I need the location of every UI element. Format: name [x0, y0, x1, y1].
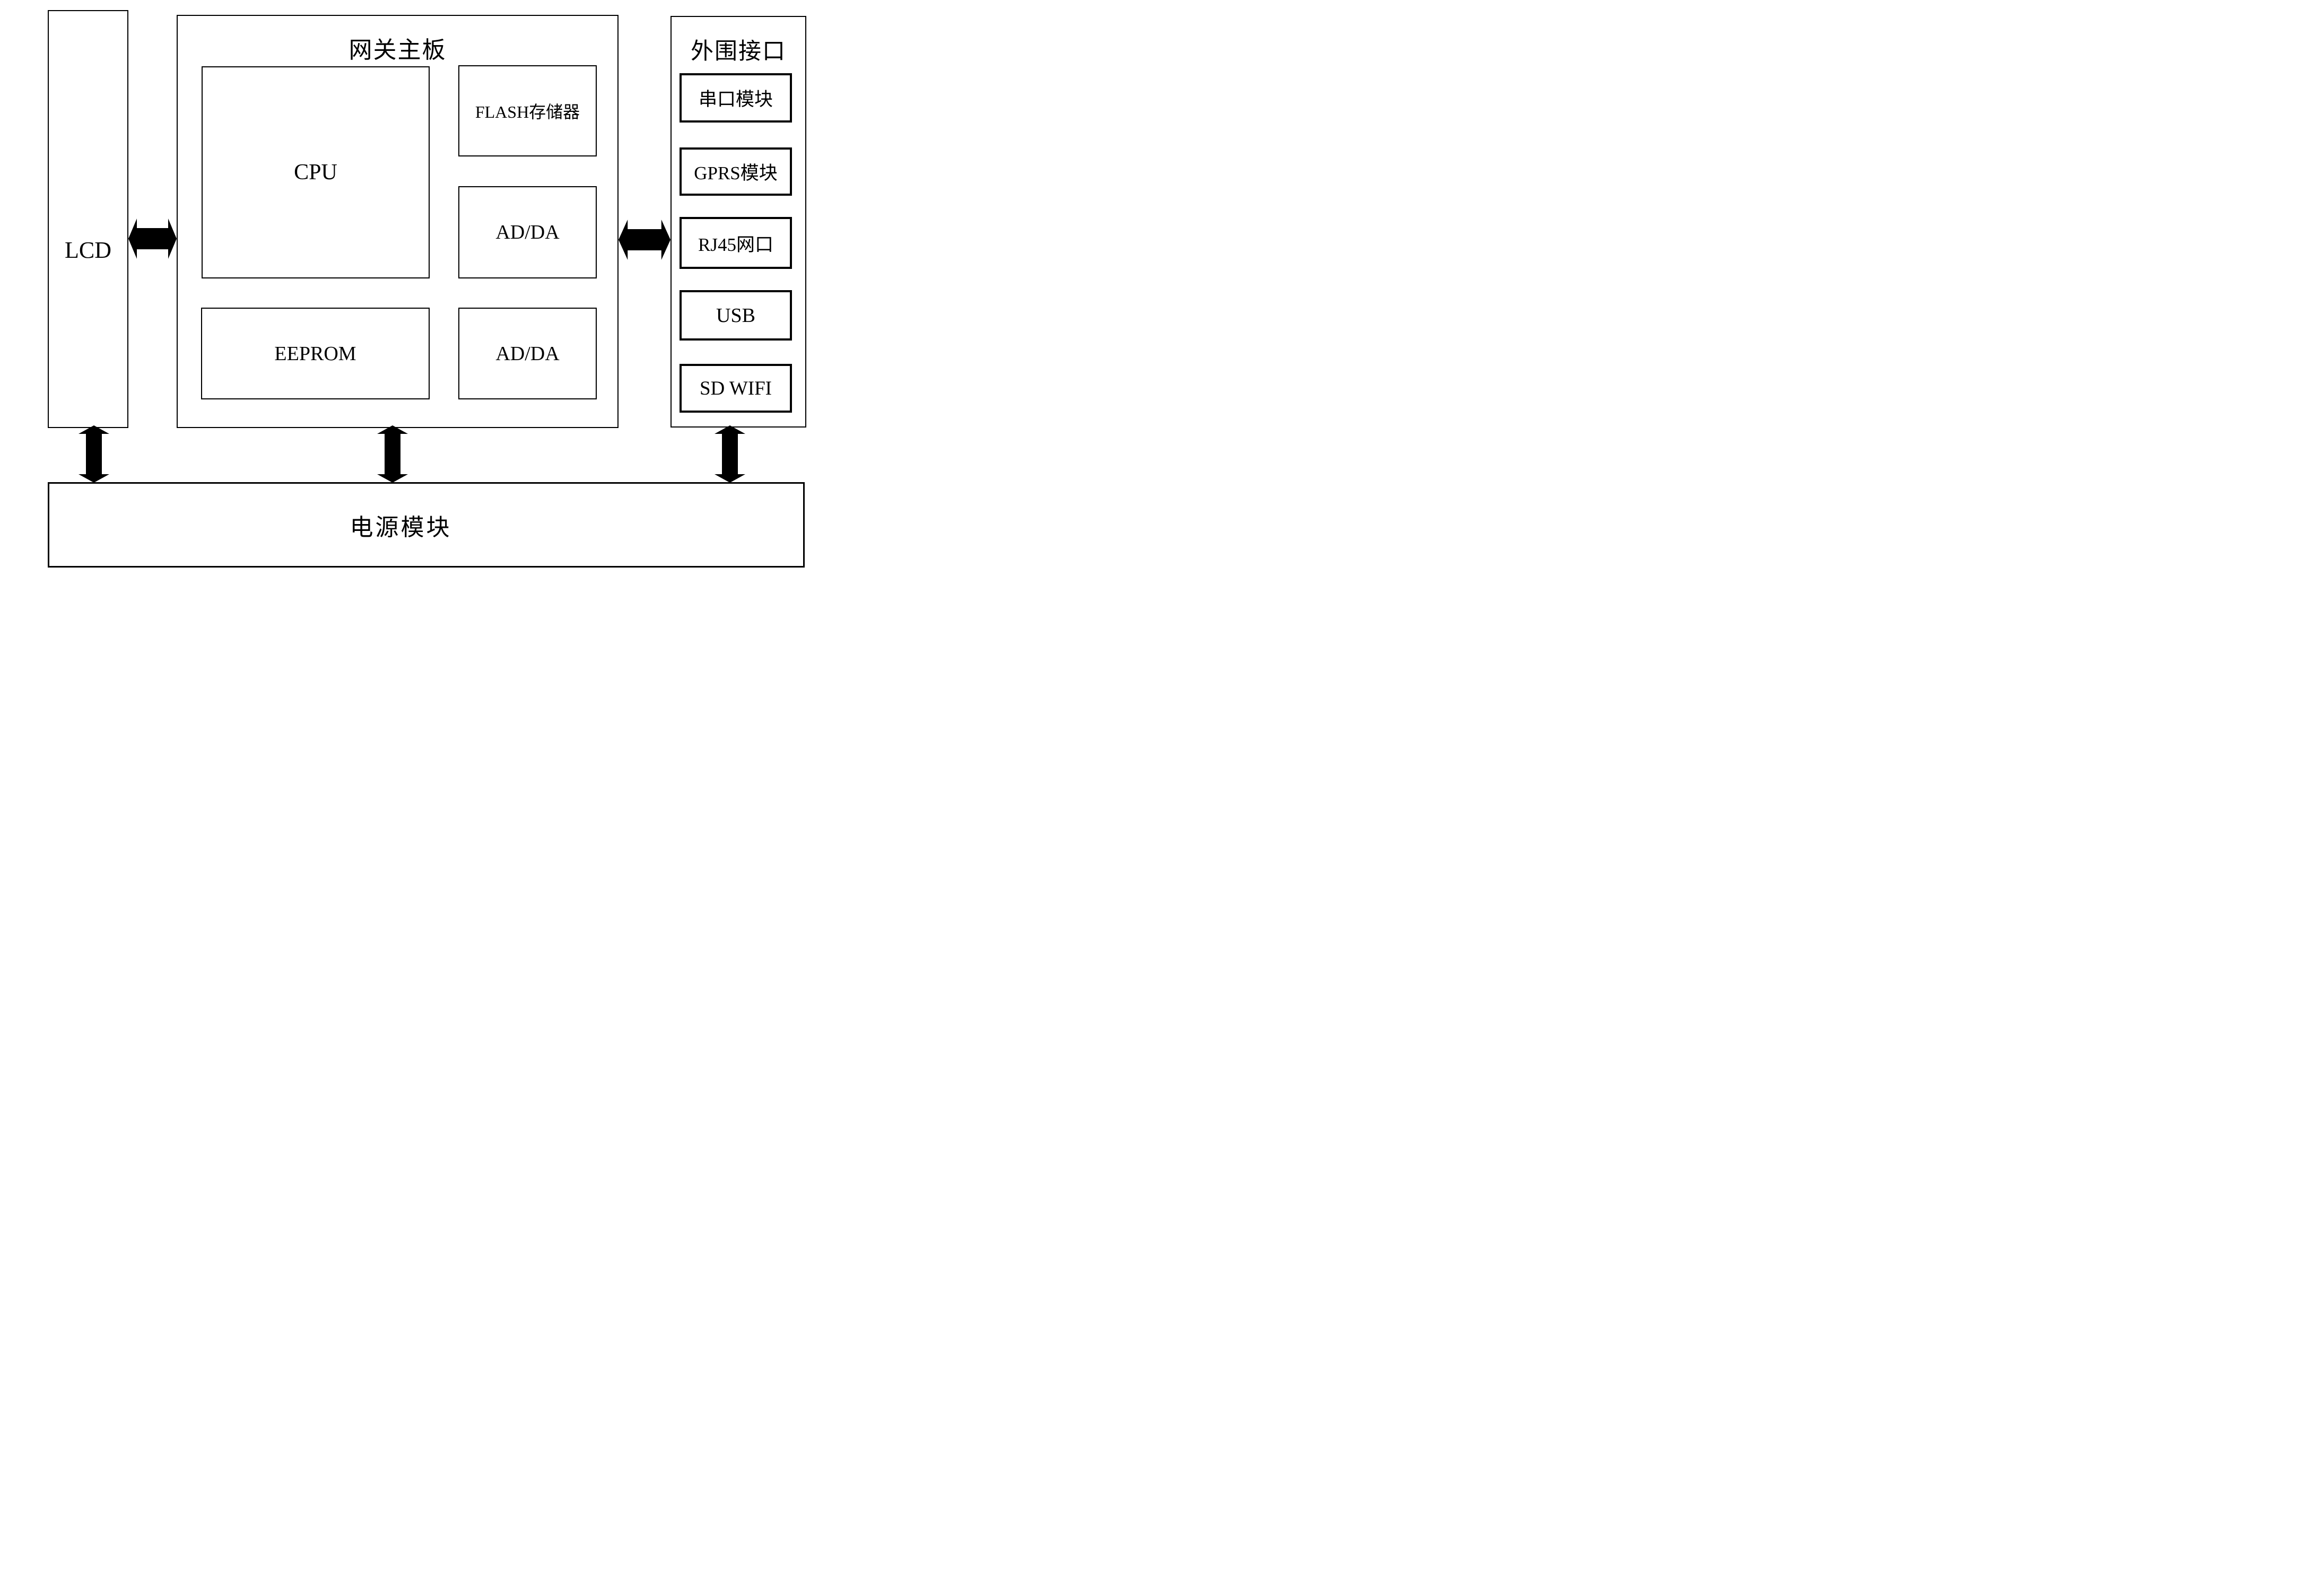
cpu-label: CPU — [294, 160, 337, 185]
flash-memory-label: FLASH存储器 — [475, 102, 580, 121]
usb-box: USB — [680, 290, 792, 341]
block-diagram: LCD 网关主板 CPU FLASH存储器 AD/DA EEPROM AD/DA… — [0, 0, 820, 569]
power-module-label: 电源模块 — [350, 514, 452, 540]
peripheral-interface-title: 外围接口 — [691, 39, 786, 64]
lcd-label: LCD — [65, 237, 111, 263]
gateway-power-double-arrow-icon — [377, 425, 408, 483]
sd-wifi-label: SD WIFI — [699, 377, 772, 399]
rj45-port-label: RJ45网口 — [698, 234, 773, 255]
lcd-gateway-double-arrow-icon — [128, 219, 177, 259]
usb-label: USB — [716, 304, 755, 327]
serial-port-module-label: 串口模块 — [698, 89, 773, 110]
gprs-module-box: GPRS模块 — [680, 147, 792, 196]
gateway-board-box: 网关主板 CPU FLASH存储器 AD/DA EEPROM AD/DA — [177, 15, 619, 428]
eeprom-box: EEPROM — [201, 308, 430, 399]
cpu-box: CPU — [202, 66, 430, 278]
flash-memory-box: FLASH存储器 — [458, 65, 597, 156]
gateway-peripheral-double-arrow-icon — [619, 220, 670, 260]
adda-bottom-box: AD/DA — [458, 308, 597, 399]
rj45-port-box: RJ45网口 — [680, 217, 792, 269]
eeprom-label: EEPROM — [274, 342, 356, 365]
lcd-box: LCD — [48, 10, 128, 428]
gprs-module-label: GPRS模块 — [694, 163, 778, 184]
power-module-box: 电源模块 — [48, 482, 805, 568]
adda-bottom-label: AD/DA — [495, 342, 560, 365]
adda-top-box: AD/DA — [458, 186, 597, 278]
sd-wifi-box: SD WIFI — [680, 364, 792, 413]
peripheral-interface-box: 外围接口 串口模块 GPRS模块 RJ45网口 USB SD WIFI — [670, 16, 806, 428]
adda-top-label: AD/DA — [495, 221, 560, 243]
peripheral-power-double-arrow-icon — [715, 425, 745, 483]
lcd-power-double-arrow-icon — [79, 425, 109, 483]
serial-port-module-box: 串口模块 — [680, 73, 792, 123]
gateway-board-title: 网关主板 — [349, 37, 447, 63]
